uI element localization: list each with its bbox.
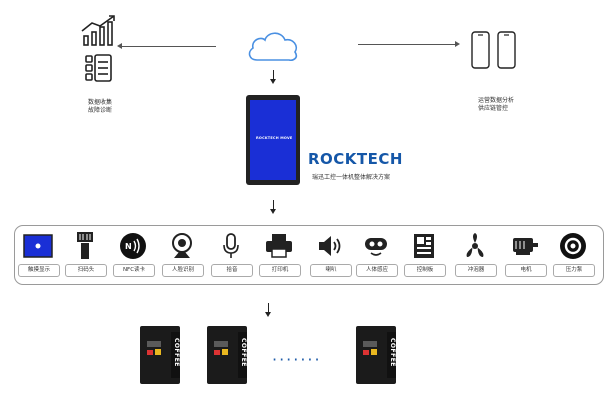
motor-icon (513, 238, 538, 255)
component-label: 人体感应 (356, 264, 398, 277)
component-scanner: 扫码头 (65, 229, 107, 279)
arrow-down-1 (273, 70, 274, 80)
component-label: 触摸显示 (18, 264, 60, 277)
left-label-1: 数据收集 (88, 99, 113, 106)
component-printer: 打印机 (259, 229, 301, 279)
right-label-2: 供应链管控 (478, 105, 509, 112)
coffee-vending-machine: COFFEE (140, 326, 180, 384)
component-label: 电机 (505, 264, 547, 277)
brand-subtitle: 瑞迅工控一体机整体解决方案 (312, 174, 391, 181)
component-label: 控制板 (404, 264, 446, 277)
phone-icon (471, 31, 490, 69)
pump-icon (560, 233, 586, 259)
ellipsis-dots: ······· (272, 350, 322, 369)
svg-text:N: N (125, 242, 132, 251)
arrow-down-3 (268, 303, 269, 313)
component-label: 喇叭 (310, 264, 352, 277)
microphone-icon (223, 233, 239, 258)
component-brewer: 冲泡器 (455, 229, 497, 279)
tablet-screen: ROCKTECH MOVE (250, 100, 296, 180)
component-body-sensor: 人体感应 (356, 229, 398, 279)
component-label: NFC读卡 (113, 264, 155, 277)
component-nfc: N NFC读卡 (113, 229, 155, 279)
arrow-down-2 (273, 200, 274, 210)
data-list-icon (85, 54, 112, 82)
component-label: 打印机 (259, 264, 301, 277)
industrial-panel-pc: ROCKTECH MOVE (246, 95, 300, 185)
machine-text: COFFEE (173, 338, 180, 367)
component-label: 拾音 (211, 264, 253, 277)
tablet-screen-text: ROCKTECH MOVE (256, 136, 293, 140)
brand-logo: ROCKTECH (308, 150, 403, 168)
component-pressure-pump: 压力泵 (553, 229, 595, 279)
barcode-scanner-icon (77, 232, 93, 259)
arrow-to-right (358, 44, 456, 45)
machine-text: COFFEE (389, 338, 396, 367)
coffee-vending-machine: COFFEE (356, 326, 396, 384)
printer-icon (266, 234, 292, 258)
sensor-icon (365, 238, 387, 256)
component-label: 人脸识别 (162, 264, 204, 277)
component-control-board: 控制板 (404, 229, 446, 279)
machine-text: COFFEE (240, 338, 247, 367)
touchscreen-icon (23, 234, 53, 258)
arrow-head-down-3 (265, 312, 271, 317)
control-board-icon (414, 234, 434, 258)
right-label-1: 运营数据分析 (478, 97, 515, 104)
arrow-head-left (117, 43, 122, 49)
nfc-icon: N (120, 233, 146, 259)
component-motor: 电机 (505, 229, 547, 279)
cloud-icon (248, 32, 298, 61)
component-touch-display: 触摸显示 (18, 229, 60, 279)
component-label: 压力泵 (553, 264, 595, 277)
coffee-vending-machine: COFFEE (207, 326, 247, 384)
component-label: 扫码头 (65, 264, 107, 277)
component-label: 冲泡器 (455, 264, 497, 277)
growth-chart-icon (81, 15, 115, 46)
camera-icon (172, 233, 192, 258)
arrow-head-right (455, 41, 460, 47)
left-label-2: 故障诊断 (88, 107, 113, 114)
component-speaker: 喇叭 (310, 229, 352, 279)
arrow-to-left (120, 46, 216, 47)
speaker-icon (319, 236, 341, 256)
arrow-head-down-1 (270, 79, 276, 84)
component-microphone: 拾音 (211, 229, 253, 279)
component-face-recognition: 人脸识别 (162, 229, 204, 279)
arrow-head-down-2 (270, 209, 276, 214)
brewer-icon (466, 233, 484, 257)
phone-icon (497, 31, 516, 69)
